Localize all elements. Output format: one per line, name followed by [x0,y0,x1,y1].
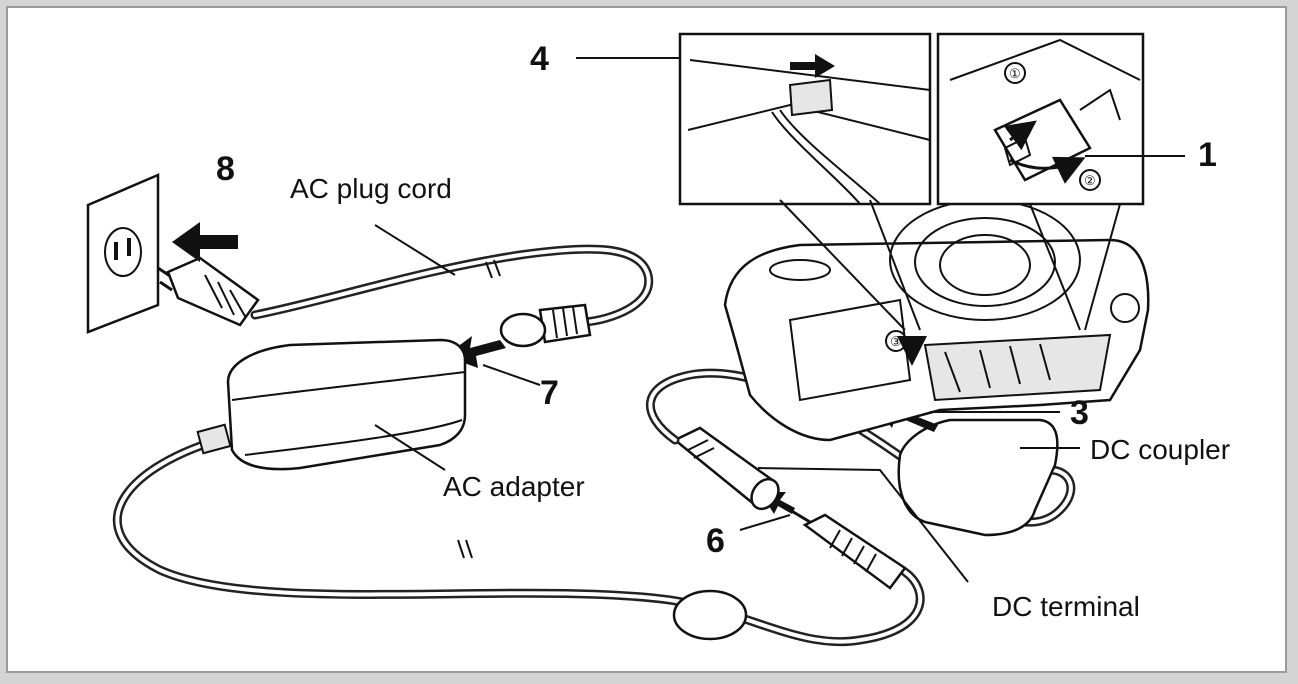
ferrite-bead [672,589,748,641]
dc-plug [789,508,907,590]
inset-step-4 [678,32,932,331]
circled-step-2: ② [1084,173,1096,188]
circled-step-1: ① [1009,66,1021,81]
leader-step-6 [739,514,791,531]
inset-step-1: ① ② [936,32,1145,331]
label-dc-terminal: DC terminal [992,591,1140,622]
ac-plug [157,256,260,327]
label-dc-coupler: DC coupler [1090,434,1230,465]
circled-step-3: ③ [890,334,902,349]
step-number-3: 3 [1070,394,1089,432]
leader-ac-plug-cord [374,224,456,276]
ac-connector [499,303,592,348]
step-number-8: 8 [216,150,235,188]
leader-ac-adapter [374,424,446,471]
step-number-1: 1 [1198,136,1217,174]
arrow-step-8 [172,222,238,262]
dc-terminal [672,426,780,511]
step-number-6: 6 [706,522,725,560]
camera [723,199,1150,442]
label-ac-plug-cord: AC plug cord [290,173,452,204]
step-number-4: 4 [530,40,549,78]
leader-dc-terminal [757,467,969,583]
wall-outlet [86,173,160,334]
ac-adapter-body [226,338,467,471]
label-ac-adapter: AC adapter [443,471,585,502]
step-number-7: 7 [540,374,559,412]
leader-step-7 [482,364,541,386]
ac-plug-cord [250,244,654,327]
